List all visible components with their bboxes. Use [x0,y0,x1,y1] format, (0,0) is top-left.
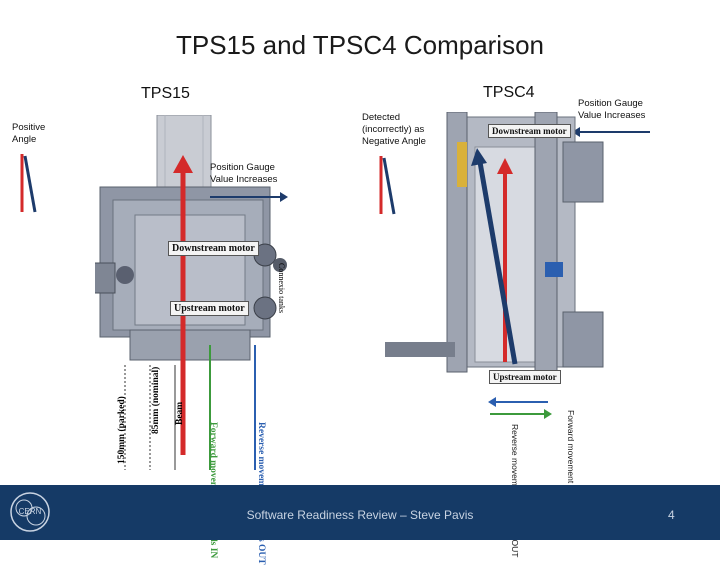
tpsc4-heading: TPSC4 [483,84,535,101]
beam-label: Beam [175,401,185,425]
tpsc4-gauge-arrow [572,127,650,137]
tpsc4-drawing [385,112,604,373]
tps15-upstream-motor-tag: Upstream motor [170,301,249,316]
positive-angle-indicator [20,154,37,213]
footer-text: Software Readiness Review – Steve Pavis [246,508,474,522]
tps15-side-tag: Connexio tanks [277,263,286,313]
tps15-heading: TPS15 [141,85,190,102]
tpsc4-direction-arrows [488,397,552,419]
cern-logo: CERN [10,492,50,532]
footer-bar [0,485,720,540]
svg-text:CERN: CERN [19,507,42,516]
beam-parked-label: 150mm (parked) [117,396,127,464]
page-number: 4 [668,508,675,522]
slide-title: TPS15 and TPSC4 Comparison [175,30,545,60]
tps15-downstream-motor-tag: Downstream motor [168,241,259,256]
tpsc4-downstream-motor-tag: Downstream motor [488,124,571,138]
tpsc4-upstream-motor-tag: Upstream motor [489,370,561,384]
beam-nominal-label: 85mm (nominal) [151,366,161,434]
tps15-gauge-arrow [210,192,288,202]
negative-angle-indicator [379,156,396,215]
